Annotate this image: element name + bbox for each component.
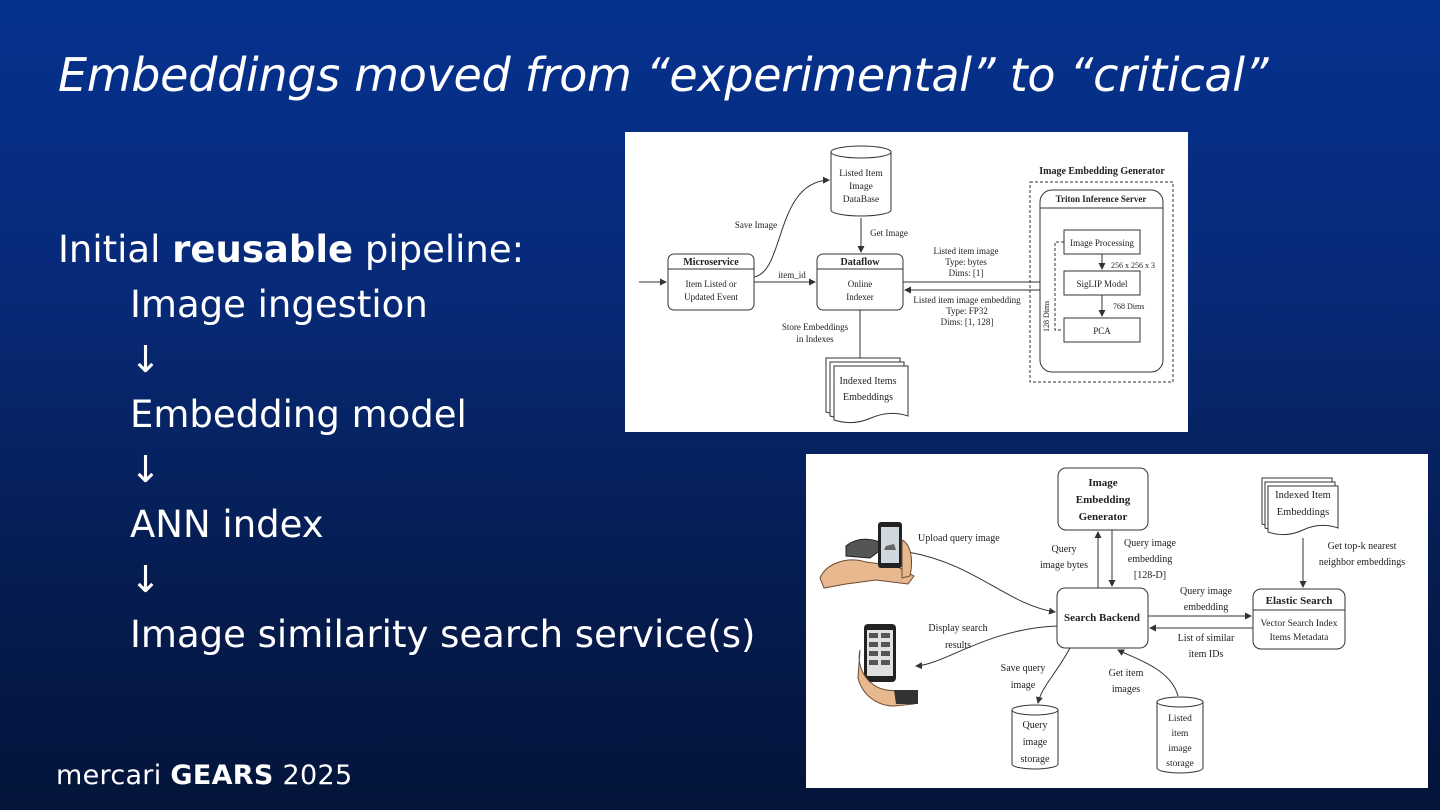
search-flow-diagram: Image Embedding Generator Indexed Item E… xyxy=(806,454,1428,788)
microservice-title: Microservice xyxy=(683,257,739,268)
similar-line-1: List of similar xyxy=(1178,633,1235,644)
elastic-title: Elastic Search xyxy=(1266,595,1333,607)
response-line-3: Dims: [1, 128] xyxy=(941,317,994,327)
save-query-line-2: image xyxy=(1011,680,1036,691)
response-line-2: Type: FP32 xyxy=(946,306,988,316)
embedding-generator-group: Image Embedding Generator Triton Inferen… xyxy=(1029,166,1174,383)
store-line-1: Store Embeddings xyxy=(782,322,849,332)
request-line-1: Listed item image xyxy=(934,246,999,256)
search-backend-box: Search Backend xyxy=(1056,587,1149,649)
dataflow-line-2: Indexer xyxy=(846,292,873,302)
query-embedding-line-1: Query image xyxy=(1124,538,1176,549)
query-bytes-line-2: image bytes xyxy=(1040,560,1088,571)
listed-image-storage: Listed item image storage xyxy=(1156,696,1204,774)
topk-line-1: Get top-k nearest xyxy=(1328,541,1397,552)
indexed2-line-1: Indexed Item xyxy=(1275,490,1331,501)
hand-phone-results-icon xyxy=(857,624,918,707)
store-line-2: in Indexes xyxy=(796,334,834,344)
dataflow-line-1: Online xyxy=(848,279,873,289)
brand-gears: GEARS xyxy=(170,760,274,791)
display-line-1: Display search xyxy=(928,623,987,634)
indexing-pipeline-diagram: Listed Item Image DataBase Microservice … xyxy=(625,132,1188,432)
microservice-line-2: Updated Event xyxy=(684,292,738,302)
hand-phone-upload-icon xyxy=(819,522,915,589)
query-embedding-line-3: [128-D] xyxy=(1134,570,1166,581)
query-embedding-line-2: embedding xyxy=(1128,554,1172,565)
pipeline-step-search: Image similarity search service(s) xyxy=(130,613,756,656)
listed-storage-line-1: Listed xyxy=(1168,714,1192,724)
generator-line-2: Embedding xyxy=(1076,494,1131,506)
query-image-storage: Query image storage xyxy=(1011,704,1059,770)
topk-line-2: neighbor embeddings xyxy=(1319,557,1405,568)
similar-line-2: item IDs xyxy=(1189,649,1224,660)
elastic-line-1: Vector Search Index xyxy=(1260,619,1337,629)
query-bytes-line-1: Query xyxy=(1052,544,1077,555)
listed-storage-line-2: item xyxy=(1172,729,1189,739)
indexed-items-docs: Indexed Items Embeddings xyxy=(825,357,909,424)
pipeline-arrow-1: ↓ xyxy=(130,338,162,381)
listed-item-db: Listed Item Image DataBase xyxy=(830,145,892,217)
dims-256-label: 256 x 256 x 3 xyxy=(1111,261,1155,270)
triton-title: Triton Inference Server xyxy=(1056,194,1147,204)
query-storage-line-3: storage xyxy=(1021,754,1050,765)
pipeline-heading-prefix: Initial xyxy=(58,228,173,271)
pipeline-heading-suffix: pipeline: xyxy=(353,228,525,271)
dims-128-label: 128 Dims xyxy=(1042,301,1051,332)
dataflow-title: Dataflow xyxy=(841,257,881,268)
pipeline-list: Initial reusable pipeline: Image ingesti… xyxy=(58,222,755,662)
dataflow-box: Dataflow Online Indexer xyxy=(816,253,904,311)
elastic-line-2: Items Metadata xyxy=(1270,633,1330,643)
pipeline-step-model: Embedding model xyxy=(130,393,467,436)
save-image-label: Save Image xyxy=(735,220,777,230)
pipeline-heading: Initial reusable pipeline: xyxy=(58,222,755,277)
query-embedding2-line-2: embedding xyxy=(1184,602,1228,613)
pipeline-arrow-2: ↓ xyxy=(130,448,162,491)
generator-box: Image Embedding Generator xyxy=(1057,467,1149,531)
slide-title: Embeddings moved from “experimental” to … xyxy=(58,48,1269,102)
listed-storage-line-4: storage xyxy=(1166,759,1193,769)
display-line-2: results xyxy=(945,640,971,651)
db-label-2: Image xyxy=(849,182,873,192)
pipeline-heading-bold: reusable xyxy=(172,228,354,271)
dims-768-label: 768 Dims xyxy=(1113,302,1144,311)
indexed-line-2: Embeddings xyxy=(843,392,893,403)
get-item-line-2: images xyxy=(1112,684,1140,695)
indexed-embeddings-docs: Indexed Item Embeddings xyxy=(1261,477,1339,536)
image-processing-label: Image Processing xyxy=(1070,238,1134,248)
elastic-search-box: Elastic Search Vector Search Index Items… xyxy=(1252,588,1346,650)
indexed-line-1: Indexed Items xyxy=(840,376,897,387)
request-line-2: Type: bytes xyxy=(945,257,987,267)
db-label-3: DataBase xyxy=(843,195,879,205)
pipeline-step-ingestion: Image ingestion xyxy=(130,283,428,326)
siglip-label: SigLIP Model xyxy=(1077,279,1128,289)
db-label-1: Listed Item xyxy=(839,169,883,179)
search-backend-label: Search Backend xyxy=(1064,612,1140,624)
generator-line-3: Generator xyxy=(1079,511,1128,523)
generator-line-1: Image xyxy=(1088,477,1117,489)
item-id-label: item_id xyxy=(778,270,806,280)
get-item-line-1: Get item xyxy=(1109,668,1144,679)
brand-mercari: mercari xyxy=(56,760,171,791)
query-embedding2-line-1: Query image xyxy=(1180,586,1232,597)
indexed2-line-2: Embeddings xyxy=(1277,507,1330,518)
pipeline-arrow-3: ↓ xyxy=(130,558,162,601)
microservice-line-1: Item Listed or xyxy=(686,279,737,289)
brand-year: 2025 xyxy=(273,760,353,791)
microservice-box: Microservice Item Listed or Updated Even… xyxy=(667,253,755,311)
request-line-3: Dims: [1] xyxy=(949,268,984,278)
upload-label: Upload query image xyxy=(918,533,1000,544)
response-line-1: Listed item image embedding xyxy=(913,295,1021,305)
get-image-label: Get Image xyxy=(870,228,908,238)
save-query-line-1: Save query xyxy=(1001,663,1046,674)
pca-label: PCA xyxy=(1093,326,1111,336)
generator-title: Image Embedding Generator xyxy=(1039,166,1165,177)
pipeline-step-ann: ANN index xyxy=(130,503,324,546)
brand-logo: mercari GEARS 2025 xyxy=(56,760,352,791)
query-storage-line-2: image xyxy=(1023,737,1048,748)
query-storage-line-1: Query xyxy=(1023,720,1048,731)
listed-storage-line-3: image xyxy=(1168,744,1191,754)
